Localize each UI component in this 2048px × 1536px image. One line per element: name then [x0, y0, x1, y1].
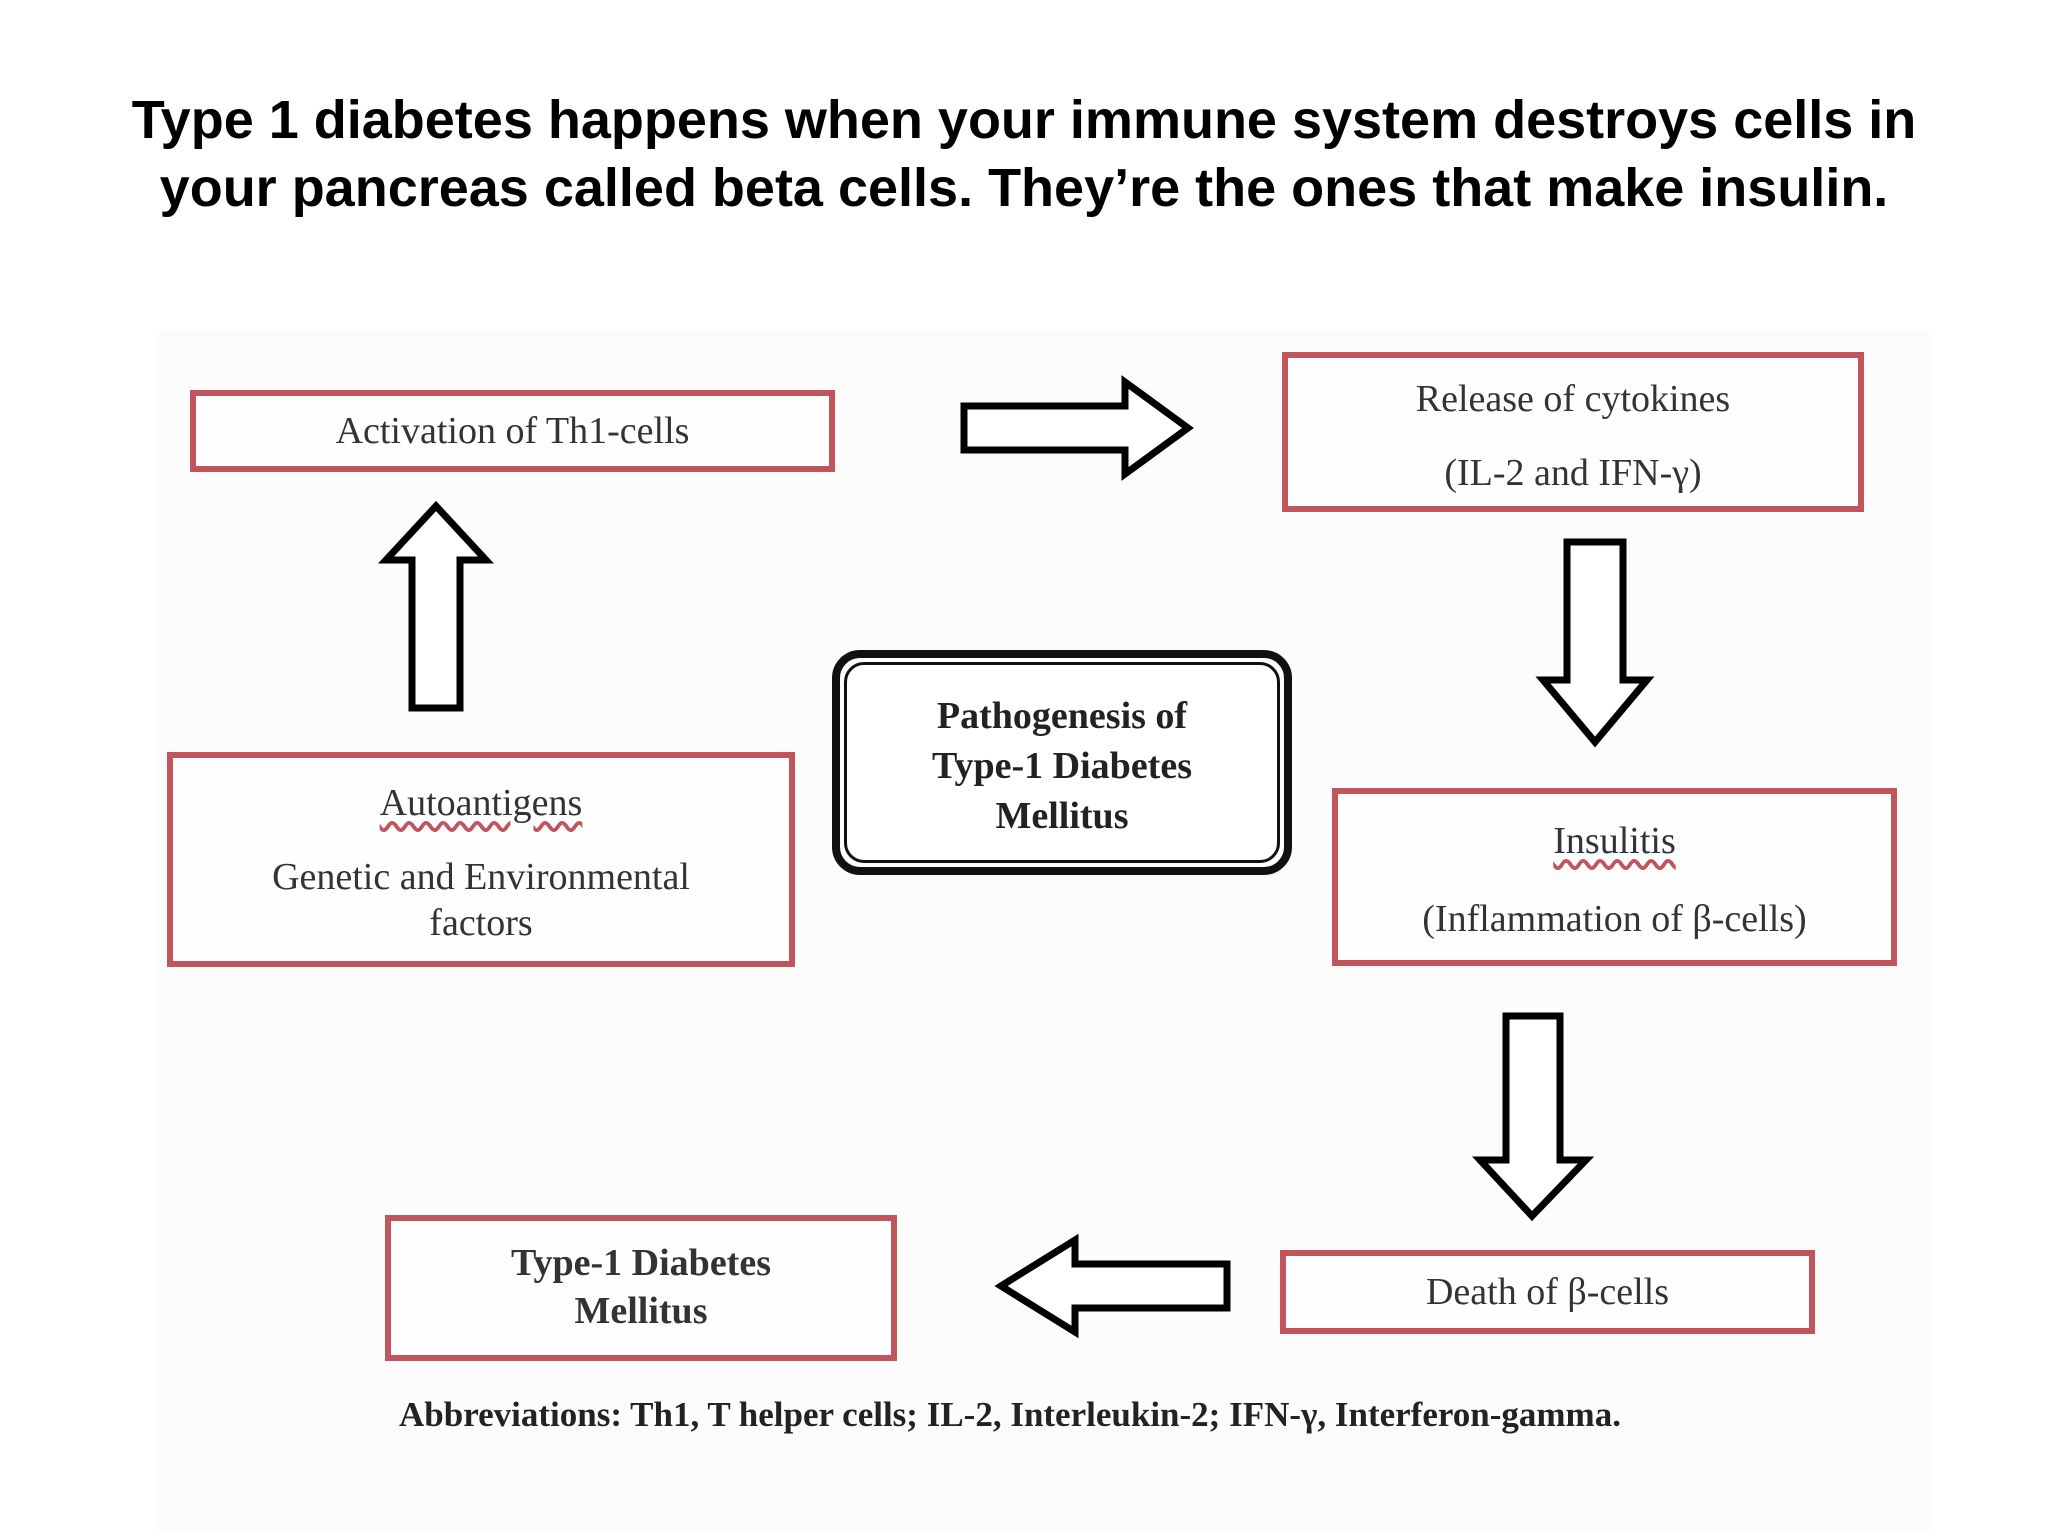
- autoantigens-title: Autoantigens: [379, 782, 583, 824]
- box-activation-of-th1-cells: Activation of Th1-cells: [190, 390, 835, 472]
- autoantigens-detail-line-1: Genetic and Environmental: [272, 856, 690, 898]
- center-line-2: Type-1 Diabetes: [932, 745, 1192, 787]
- arrow-down-icon-2: [1471, 1012, 1595, 1222]
- center-line-1: Pathogenesis of: [936, 695, 1188, 737]
- headline: Type 1 diabetes happens when your immune…: [131, 90, 1917, 218]
- box-pathogenesis-title: Pathogenesis of Type-1 Diabetes Mellitus: [832, 650, 1292, 875]
- t1dm-line-1: Type-1 Diabetes: [511, 1242, 771, 1284]
- t1dm-line-2: Mellitus: [574, 1290, 708, 1332]
- cytokines-detail: (IL-2 and IFN-γ): [1444, 452, 1702, 494]
- cytokines-title: Release of cytokines: [1415, 378, 1731, 420]
- insulitis-detail: (Inflammation of β-cells): [1422, 898, 1807, 940]
- arrow-down-icon: [1535, 538, 1655, 748]
- box-autoantigens: Autoantigens Genetic and Environmental f…: [167, 752, 795, 967]
- th1-label: Activation of Th1-cells: [335, 410, 690, 452]
- box-release-of-cytokines: Release of cytokines (IL-2 and IFN-γ): [1282, 352, 1864, 512]
- arrow-right-icon: [960, 375, 1194, 481]
- box-death-of-beta-cells: Death of β-cells: [1280, 1250, 1815, 1334]
- box-insulitis: Insulitis (Inflammation of β-cells): [1332, 788, 1897, 966]
- center-line-3: Mellitus: [995, 795, 1129, 837]
- arrow-up-icon: [377, 500, 495, 712]
- autoantigens-detail-line-2: factors: [429, 902, 533, 944]
- arrow-left-icon: [994, 1233, 1231, 1339]
- insulitis-title: Insulitis: [1553, 820, 1676, 862]
- abbreviations-note: Abbreviations: Th1, T helper cells; IL-2…: [399, 1395, 1621, 1434]
- death-label: Death of β-cells: [1425, 1271, 1669, 1313]
- box-type-1-diabetes-mellitus: Type-1 Diabetes Mellitus: [385, 1215, 897, 1361]
